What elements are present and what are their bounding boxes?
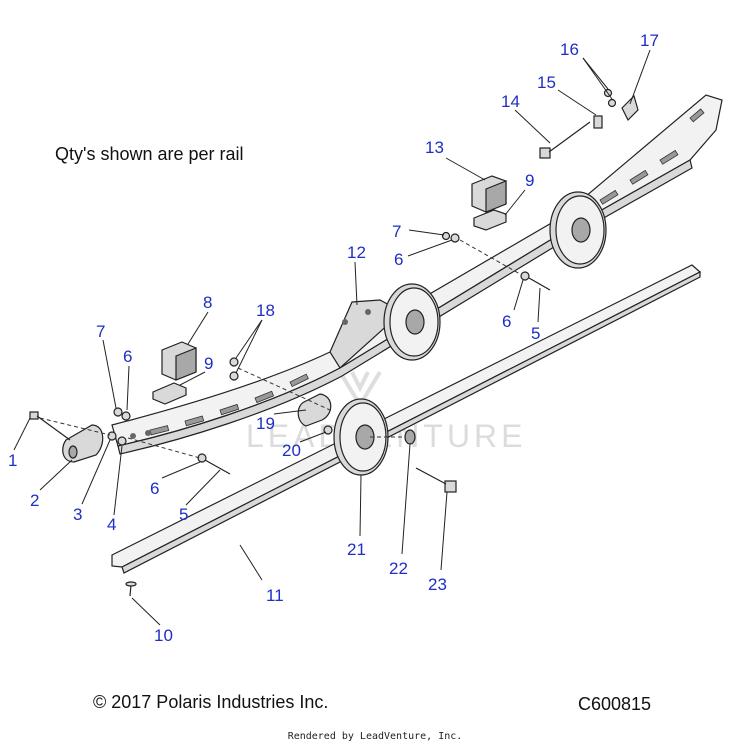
middle-idler-wheel (383, 283, 441, 361)
callout-12: 12 (347, 243, 366, 262)
wear-block (152, 341, 197, 405)
callout-22: 22 (389, 559, 408, 578)
wear-block-rear (471, 175, 507, 231)
callout-9: 9 (204, 354, 213, 373)
callout-14: 14 (501, 92, 520, 111)
callout-1: 1 (8, 451, 17, 470)
quantity-note: Qty's shown are per rail (55, 144, 244, 164)
callout-6b: 6 (123, 347, 132, 366)
callout-6c: 6 (394, 250, 403, 269)
callout-13: 13 (425, 138, 444, 157)
callout-7: 7 (96, 322, 105, 341)
callout-11: 11 (266, 586, 284, 605)
callout-8: 8 (203, 293, 212, 312)
rail-slider (111, 264, 702, 574)
hardware (29, 88, 617, 597)
spacer (297, 393, 332, 427)
callout-17: 17 (640, 31, 659, 50)
callout-7b: 7 (392, 222, 401, 241)
rendered-by-text: Rendered by LeadVenture, Inc. (287, 731, 463, 742)
wheel (333, 398, 389, 476)
alignment-lines (39, 239, 521, 459)
leader-lines (13, 49, 651, 626)
callout-5: 5 (179, 505, 188, 524)
callout-15: 15 (537, 73, 556, 92)
callout-2: 2 (30, 491, 39, 510)
callout-21: 21 (347, 540, 366, 559)
callout-16: 16 (560, 40, 579, 59)
callouts: 1 2 3 4 5 6 6 7 8 9 10 11 12 13 14 15 16… (8, 31, 659, 645)
callout-6: 6 (150, 479, 159, 498)
rear-idler-wheel (549, 191, 607, 269)
callout-23: 23 (428, 575, 447, 594)
front-block (62, 424, 104, 463)
callout-20: 20 (282, 441, 301, 460)
copyright-text: © 2017 Polaris Industries Inc. (93, 692, 329, 712)
callout-19: 19 (256, 414, 275, 433)
callout-9b: 9 (525, 171, 534, 190)
callout-4: 4 (107, 515, 116, 534)
callout-18: 18 (256, 301, 275, 320)
callout-5b: 5 (531, 324, 540, 343)
callout-10: 10 (154, 626, 173, 645)
bracket (621, 94, 639, 122)
diagram-code: C600815 (578, 694, 652, 714)
callout-6d: 6 (502, 312, 511, 331)
callout-3: 3 (73, 505, 82, 524)
